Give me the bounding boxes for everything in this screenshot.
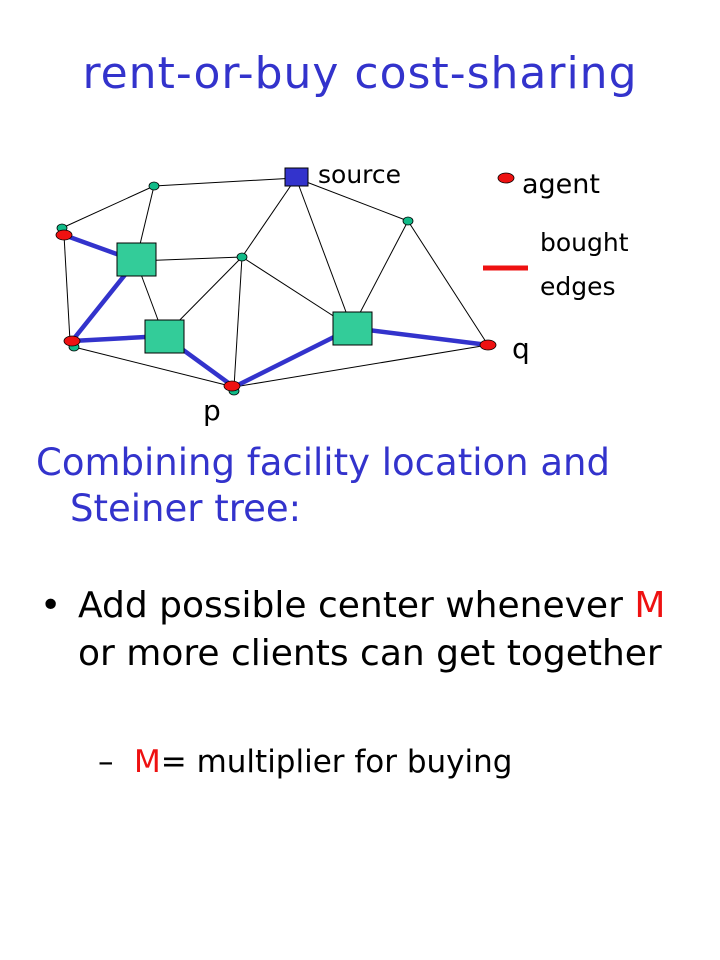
network-edge	[233, 256, 243, 388]
network-edge	[407, 220, 489, 346]
source-label: source	[318, 160, 401, 189]
bullet-highlight-m: M	[634, 585, 666, 626]
network-edge	[153, 177, 297, 187]
sub-bullet-highlight-m: M	[134, 744, 161, 780]
steiner-node	[148, 181, 160, 191]
agent-label: agent	[522, 169, 600, 200]
sub-bullet-dash: –	[98, 744, 114, 780]
sub-bullet-text: = multiplier for buying	[160, 744, 513, 780]
bought-label-line2: edges	[540, 272, 616, 301]
legend-agent-icon	[497, 172, 515, 184]
network-edge	[351, 220, 409, 329]
bought-label-line1: bought	[540, 228, 629, 257]
network-edge	[61, 185, 155, 229]
bullet-dot: •	[40, 585, 62, 626]
steiner-node	[402, 216, 414, 226]
agent-node	[223, 380, 241, 392]
p-label: p	[203, 394, 221, 427]
facility-square	[332, 311, 373, 346]
facility-square	[144, 319, 185, 354]
bought-edge	[231, 325, 355, 390]
subtitle: Combining facility location and Steiner …	[36, 441, 610, 530]
facilities	[116, 242, 373, 354]
network-edges	[61, 177, 489, 388]
network-edge	[295, 177, 353, 329]
network-edge	[295, 177, 409, 222]
network-edge	[241, 177, 297, 258]
agent-node	[479, 339, 497, 351]
bullet-text-before: Add possible center whenever	[78, 585, 635, 626]
source-node	[284, 167, 309, 187]
agent-node	[55, 229, 73, 241]
agents	[55, 229, 497, 392]
facility-square	[116, 242, 157, 277]
bought-edge	[349, 325, 491, 348]
network-edge	[63, 234, 71, 342]
network-edge	[73, 346, 235, 388]
steiner-node	[236, 252, 248, 262]
bullet-text: Add possible center whenever M or more c…	[40, 582, 680, 678]
network-edge	[233, 344, 489, 388]
agent-node	[63, 335, 81, 347]
slide-title: rent-or-buy cost-sharing	[82, 48, 638, 99]
network-diagram: source agent bought edges q p	[55, 160, 629, 427]
bullet-item: • Add possible center whenever M or more…	[40, 582, 680, 678]
bullet-text-after: or more clients can get together	[78, 633, 662, 674]
q-label: q	[512, 332, 530, 365]
sub-bullet-item: –M= multiplier for buying	[98, 742, 658, 782]
